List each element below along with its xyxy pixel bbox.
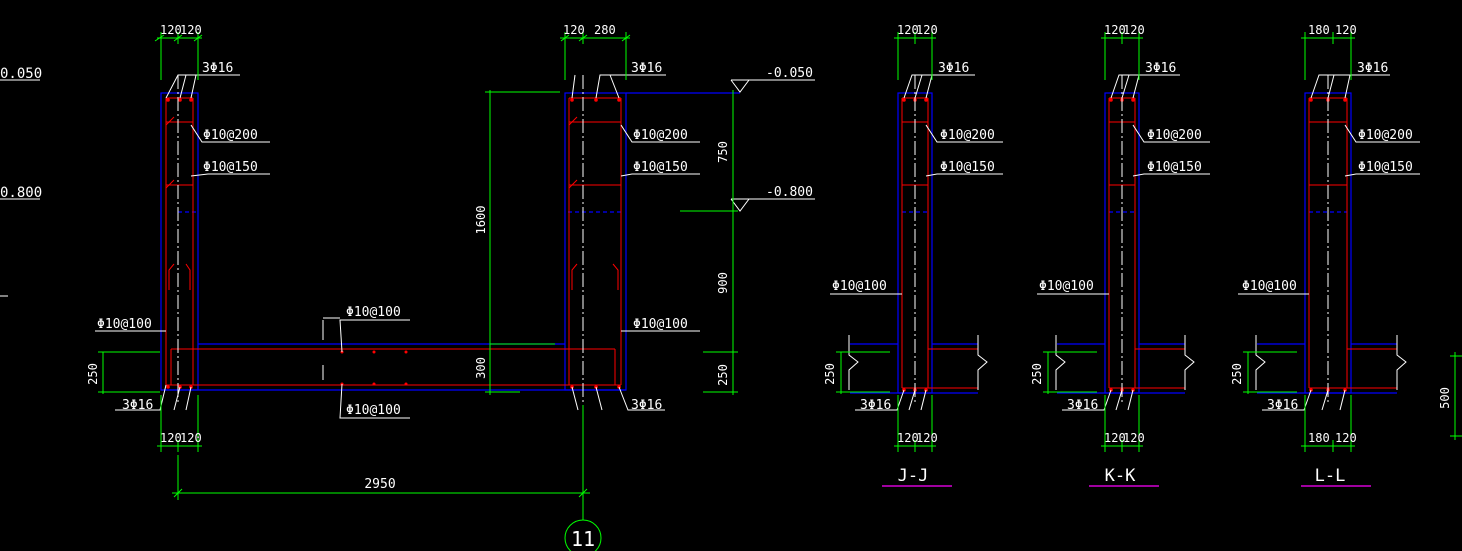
jj-top-dim-2: 120 [916, 23, 938, 37]
left-wall-bottom-dim-1: 120 [160, 431, 182, 445]
main-section: 11 120 120 3Φ16 Φ10@200 Φ10@150 Φ10@100 … [86, 23, 815, 551]
kk-top-dim-1: 120 [1104, 23, 1126, 37]
left-wall-top-dim-1: 120 [160, 23, 182, 37]
rebar-main [165, 97, 622, 386]
left-edge-fragments: 0.050 0.800 [0, 66, 42, 297]
jj-stirrup-c: Φ10@100 [832, 279, 887, 294]
axis-label: 11 [571, 527, 595, 551]
slab-top-rebar: Φ10@100 [346, 305, 401, 320]
right-wall-stirrup-bottom: Φ10@100 [633, 317, 688, 332]
section-l-l: 180 120 3Φ16 Φ10@200 Φ10@150 Φ10@100 250… [1230, 23, 1420, 487]
dim-middle: 900 [716, 272, 730, 294]
centre-lines [177, 75, 584, 405]
right-edge-fragment: 500 [1438, 352, 1462, 440]
ll-bottom-dim-2: 120 [1335, 431, 1357, 445]
jj-bottom-dim-1: 120 [897, 431, 919, 445]
ll-top-dim-1: 180 [1308, 23, 1330, 37]
left-wall-stirrup-b: Φ10@150 [203, 160, 258, 175]
slab-thickness: 300 [474, 357, 488, 379]
ll-bottom-dim-1: 180 [1308, 431, 1330, 445]
section-j-j: 120 120 3Φ16 Φ10@200 Φ10@150 Φ10@100 250… [823, 23, 1003, 487]
ll-dim-250: 250 [1230, 363, 1244, 385]
dim-upper: 750 [716, 141, 730, 163]
jj-dim-250: 250 [823, 363, 837, 385]
left-wall-bottom-bars: 3Φ16 [122, 398, 153, 413]
slab-bottom-rebar: Φ10@100 [346, 403, 401, 418]
right-wall-bottom-bars: 3Φ16 [631, 398, 662, 413]
left-wall-top-bars: 3Φ16 [202, 61, 233, 76]
section-title-jj: J-J [898, 466, 929, 486]
dim-total-height: 1600 [474, 206, 488, 235]
kk-bottom-dim-1: 120 [1104, 431, 1126, 445]
elevation-top: -0.050 [766, 66, 813, 81]
jj-bottom-dim-2: 120 [916, 431, 938, 445]
kk-dim-250: 250 [1030, 363, 1044, 385]
right-wall-top-bars: 3Φ16 [631, 61, 662, 76]
dim-lower: 250 [716, 364, 730, 386]
ll-stirrup-c: Φ10@100 [1242, 279, 1297, 294]
jj-top-bars: 3Φ16 [938, 61, 969, 76]
right-wall-top-dim-2: 280 [594, 23, 616, 37]
level-label-1: 0.050 [0, 66, 42, 82]
leaders-main [95, 74, 815, 419]
right-wall-stirrup-b: Φ10@150 [633, 160, 688, 175]
ll-bottom-bars: 3Φ16 [1267, 398, 1298, 413]
kk-top-dim-2: 120 [1123, 23, 1145, 37]
kk-bottom-bars: 3Φ16 [1067, 398, 1098, 413]
span-dimension: 2950 [364, 477, 395, 492]
right-edge-dim: 500 [1438, 387, 1452, 409]
jj-bottom-bars: 3Φ16 [860, 398, 891, 413]
section-title-kk: K-K [1105, 466, 1136, 486]
jj-stirrup-a: Φ10@200 [940, 128, 995, 143]
left-wall-dim-250: 250 [86, 363, 100, 385]
slab-break-lines [322, 317, 340, 380]
elevation-mid: -0.800 [766, 185, 813, 200]
jj-stirrup-b: Φ10@150 [940, 160, 995, 175]
ll-top-dim-2: 120 [1335, 23, 1357, 37]
kk-stirrup-b: Φ10@150 [1147, 160, 1202, 175]
ll-top-bars: 3Φ16 [1357, 61, 1388, 76]
level-label-2: 0.800 [0, 185, 42, 201]
dimension-lines-main [98, 32, 738, 520]
kk-top-bars: 3Φ16 [1145, 61, 1176, 76]
ll-stirrup-a: Φ10@200 [1358, 128, 1413, 143]
left-wall-bottom-dim-2: 120 [180, 431, 202, 445]
jj-top-dim-1: 120 [897, 23, 919, 37]
kk-stirrup-a: Φ10@200 [1147, 128, 1202, 143]
section-title-ll: L-L [1315, 466, 1346, 486]
right-wall-top-dim-1: 120 [563, 23, 585, 37]
left-wall-stirrup-a: Φ10@200 [203, 128, 258, 143]
kk-bottom-dim-2: 120 [1123, 431, 1145, 445]
axis-bubble [564, 519, 602, 551]
ll-stirrup-b: Φ10@150 [1358, 160, 1413, 175]
right-wall-stirrup-a: Φ10@200 [633, 128, 688, 143]
kk-stirrup-c: Φ10@100 [1039, 279, 1094, 294]
left-wall-top-dim-2: 120 [180, 23, 202, 37]
section-k-k: 120 120 3Φ16 Φ10@200 Φ10@150 Φ10@100 250… [1030, 23, 1210, 487]
left-wall-stirrup-bottom: Φ10@100 [97, 317, 152, 332]
